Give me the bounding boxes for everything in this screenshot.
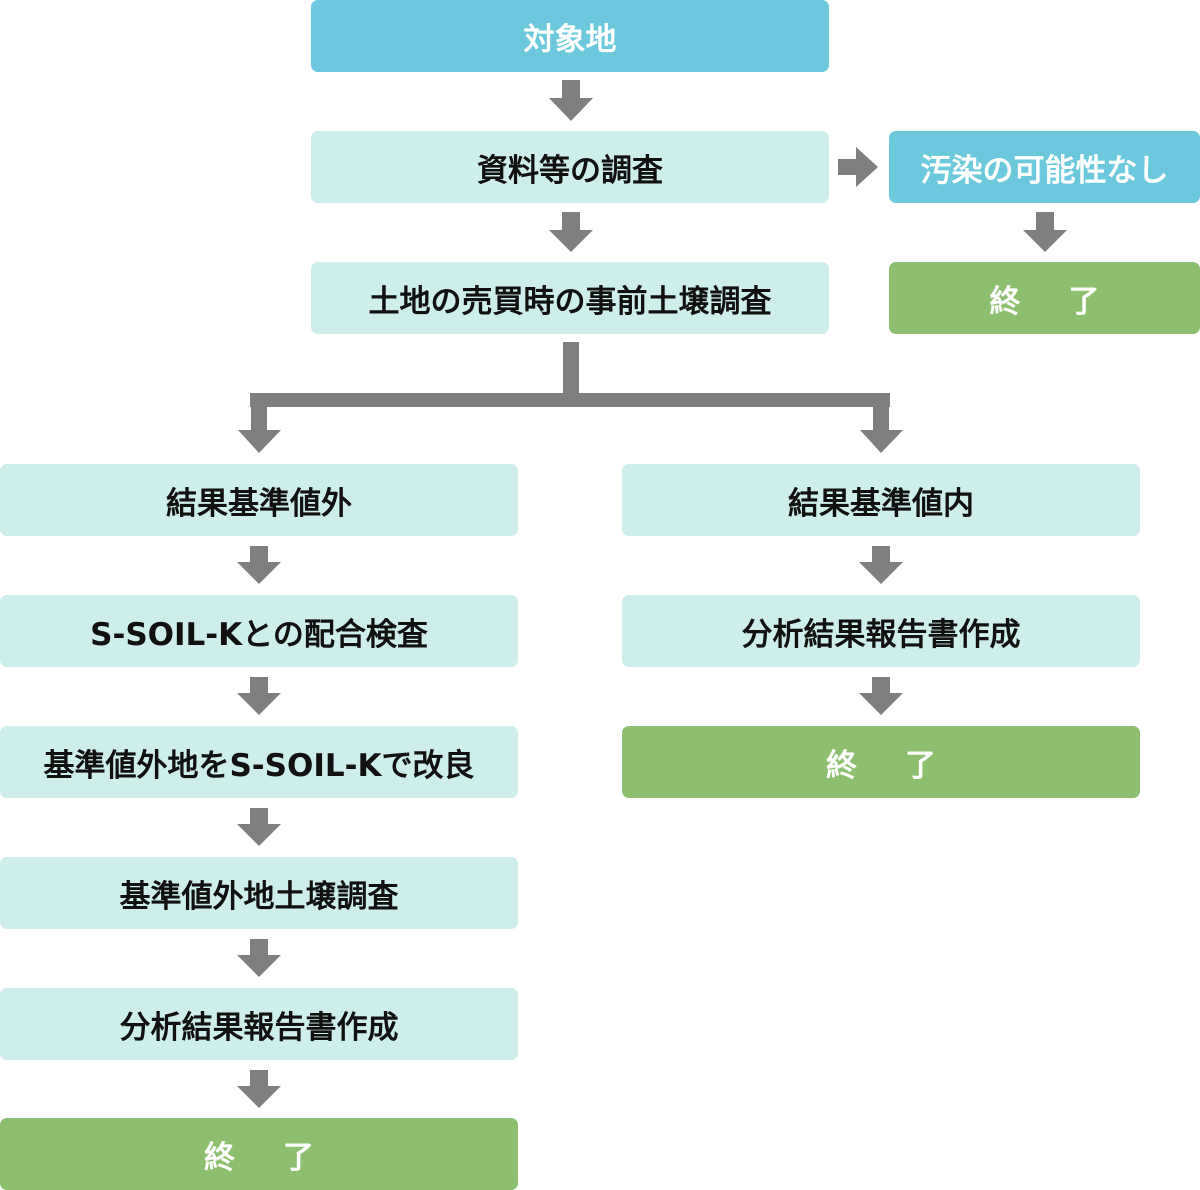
arrow-down [237, 677, 281, 715]
arrow-down [238, 430, 281, 453]
arrow-right [838, 147, 878, 187]
end-char-2: 了 [283, 1139, 314, 1176]
node-label: 土地の売買時の事前土壌調査 [368, 283, 772, 320]
branch-right-drop [873, 393, 889, 430]
node-label: 分析結果報告書作成 [741, 616, 1021, 653]
arrow-down [1023, 212, 1067, 252]
node-end-top-right: 終 了 [889, 262, 1200, 334]
node-label: 資料等の調査 [477, 152, 663, 189]
node-label: 基準値外地をS-SOIL-Kで改良 [43, 747, 475, 784]
node-pre-sale-survey: 土地の売買時の事前土壌調査 [311, 262, 829, 334]
node-within-standard: 結果基準値内 [622, 464, 1140, 536]
arrow-down [860, 430, 903, 453]
node-no-contamination: 汚染の可能性なし [889, 131, 1200, 203]
node-label: 結果基準値外 [166, 485, 352, 522]
end-char-2: 了 [1068, 283, 1100, 320]
arrow-down [549, 212, 593, 252]
arrow-down [859, 677, 903, 715]
end-char-2: 了 [905, 747, 936, 784]
end-char-1: 終 [826, 747, 857, 784]
arrow-down [237, 1070, 281, 1108]
node-label: 汚染の可能性なし [920, 152, 1169, 189]
node-mix-test: S-SOIL-Kとの配合検査 [0, 595, 518, 667]
node-out-site-soil-survey: 基準値外地土壌調査 [0, 857, 518, 929]
arrow-down [237, 808, 281, 846]
node-report-right: 分析結果報告書作成 [622, 595, 1140, 667]
end-char-1: 終 [204, 1139, 235, 1176]
branch-left-drop [251, 393, 267, 430]
node-document-survey: 資料等の調査 [311, 131, 829, 203]
node-end-right: 終 了 [622, 726, 1140, 798]
node-improvement: 基準値外地をS-SOIL-Kで改良 [0, 726, 518, 798]
node-report-left: 分析結果報告書作成 [0, 988, 518, 1060]
node-label: S-SOIL-Kとの配合検査 [90, 616, 428, 653]
arrow-down [859, 546, 903, 584]
arrow-down [237, 939, 281, 977]
arrow-down [237, 546, 281, 584]
node-label: 基準値外地土壌調査 [119, 878, 399, 915]
arrow-down [549, 80, 593, 121]
end-char-1: 終 [989, 283, 1021, 320]
node-target-site: 対象地 [311, 0, 829, 72]
node-label: 対象地 [523, 21, 617, 58]
node-label: 分析結果報告書作成 [119, 1009, 399, 1046]
node-out-of-standard: 結果基準値外 [0, 464, 518, 536]
node-label: 結果基準値内 [788, 485, 974, 522]
branch-stem [563, 342, 579, 399]
branch-bar [250, 393, 890, 407]
node-end-left: 終 了 [0, 1118, 518, 1190]
